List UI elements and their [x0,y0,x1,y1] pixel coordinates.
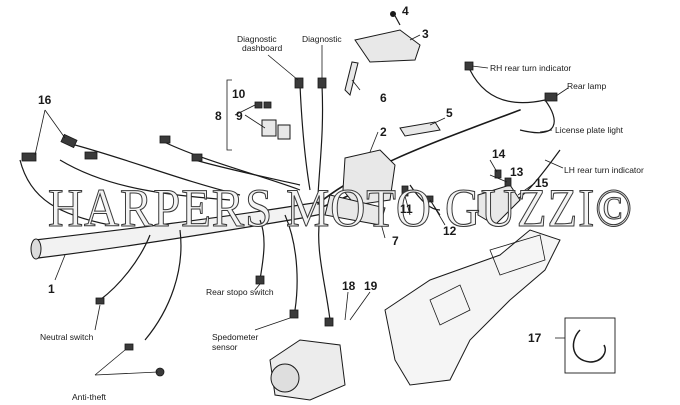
relay-box-2 [324,149,396,226]
connector-diag [317,77,327,89]
label-rear-lamp: Rear lamp [567,81,606,91]
connector-rear-lamp [544,92,558,102]
connector-neutral [95,297,105,305]
callout-13: 13 [510,165,524,179]
callout-16: 16 [38,93,52,107]
watermark: HARPERS MOTO GUZZI© [48,178,633,238]
rear-undertray [384,229,561,386]
label-rear-stop-switch: Rear stopo switch [206,287,274,297]
callout-17: 17 [528,331,542,345]
connector-cluster-8-9-10 [254,101,291,140]
callout-14: 14 [492,147,506,161]
callout-12: 12 [443,224,457,238]
bracket-3 [354,29,421,63]
callout-8: 8 [215,109,222,123]
connector-rear-stop [255,275,265,285]
cover-5 [399,121,441,137]
connector-16b [21,152,37,162]
label-diagnostic-dashboard: Diagnostic [237,34,277,44]
callout-18: 18 [342,279,356,293]
callout-9: 9 [236,109,243,123]
label-speedometer-sensor-2: sensor [212,342,238,352]
connector-16c [84,151,98,160]
label-diagnostic: Diagnostic [302,34,342,44]
callout-numbers: 1 2 3 4 5 6 7 8 9 10 11 12 13 14 15 16 1… [38,4,549,345]
label-anti-theft: Anti-theft [72,392,107,402]
connector-misc2 [191,153,203,162]
callout-6: 6 [380,91,387,105]
connector-dash [294,77,304,89]
callout-11: 11 [400,202,413,216]
callout-15: 15 [535,176,549,190]
screw-4 [390,11,401,26]
leader-lines [34,34,569,376]
callout-5: 5 [446,106,453,120]
label-speedometer-sensor: Spedometer [212,332,258,342]
connector-misc [159,135,171,144]
connector-speedo [289,309,299,319]
label-diagnostic-dashboard-2: dashboard [242,43,282,53]
callout-19: 19 [364,279,378,293]
label-lh-rear-turn-indicator: LH rear turn indicator [564,165,644,175]
clamp-17 [564,317,616,374]
callout-10: 10 [232,87,246,101]
connector-rh-turn [464,61,474,71]
callout-1: 1 [48,282,55,296]
label-license-plate-light: License plate light [555,125,624,135]
connector-antitheft [124,343,134,351]
strap-6 [344,61,359,96]
callout-4: 4 [402,4,409,18]
starter-motor [269,339,346,401]
label-rh-rear-turn-indicator: RH rear turn indicator [490,63,571,73]
callout-3: 3 [422,27,429,41]
callout-7: 7 [392,234,399,248]
label-neutral-switch: Neutral switch [40,332,94,342]
text-labels: Diagnostic dashboard Diagnostic RH rear … [40,34,644,402]
callout-2: 2 [380,125,387,139]
connector-bottom [324,317,334,327]
